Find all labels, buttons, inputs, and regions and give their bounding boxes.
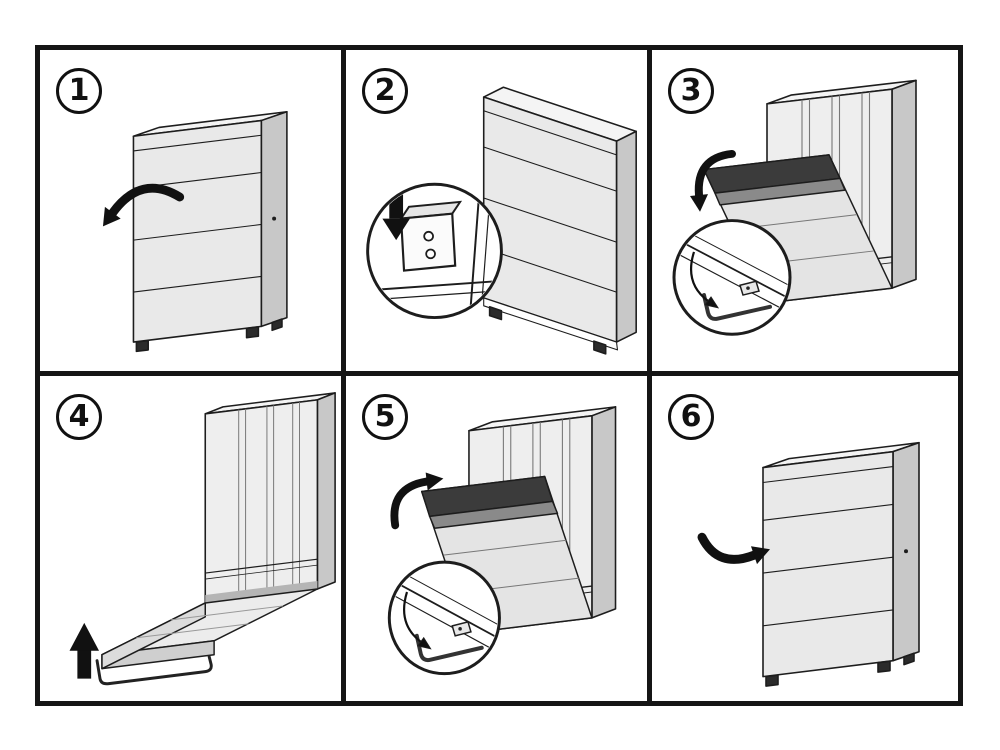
closed-cabinet (762, 441, 920, 687)
step-4-illustration (69, 391, 336, 685)
rotate-down-arrow-icon (690, 149, 736, 212)
detail-circle (366, 182, 503, 320)
step-number: 5 (374, 398, 396, 434)
detail-circle (387, 560, 501, 675)
fold-out-leg-icon (702, 293, 772, 321)
step-1-illustration (102, 110, 288, 353)
step-number: 4 (68, 398, 90, 434)
open-cabinet-shell (204, 391, 336, 604)
step-5-illustration (387, 405, 617, 675)
close-direction-arrow-icon (697, 532, 770, 564)
step-2-illustration (366, 86, 637, 355)
tilted-cabinet (482, 86, 637, 355)
handle-dot-icon (272, 216, 277, 221)
step-number-badge: 4 (56, 393, 102, 440)
step-6-panel: 6 (652, 375, 958, 701)
leg-rotation-arrow-icon (690, 251, 720, 309)
step-number: 2 (374, 73, 396, 108)
step-number: 1 (68, 73, 90, 108)
step-1-panel: 1 (40, 50, 346, 376)
step-number: 6 (680, 398, 702, 434)
up-arrow-icon (69, 622, 100, 679)
step-number: 3 (680, 73, 702, 108)
closed-cabinet (132, 110, 288, 353)
step-4-panel: 4 (40, 375, 346, 701)
leg-rotation-arrow-icon (403, 591, 432, 650)
steps-grid: 1 (35, 45, 963, 706)
step-3-illustration (672, 79, 917, 336)
step-number-badge: 3 (668, 68, 714, 114)
step-number-badge: 5 (362, 393, 408, 440)
wall-bracket-icon (399, 200, 463, 272)
step-number-badge: 2 (362, 68, 408, 114)
rotate-up-arrow-icon (390, 472, 444, 529)
step-6-illustration (697, 441, 920, 687)
step-2-panel: 2 (346, 50, 652, 376)
open-bed (95, 580, 319, 685)
detail-circle (672, 219, 792, 336)
step-3-panel: 3 (652, 50, 958, 376)
handle-dot-icon (904, 548, 908, 553)
step-5-panel: 5 (346, 375, 652, 701)
step-number-badge: 1 (56, 68, 102, 114)
step-number-badge: 6 (668, 393, 714, 440)
open-direction-arrow-icon (102, 183, 185, 227)
fold-out-leg-icon (95, 654, 213, 685)
fold-out-leg-icon (414, 633, 484, 662)
